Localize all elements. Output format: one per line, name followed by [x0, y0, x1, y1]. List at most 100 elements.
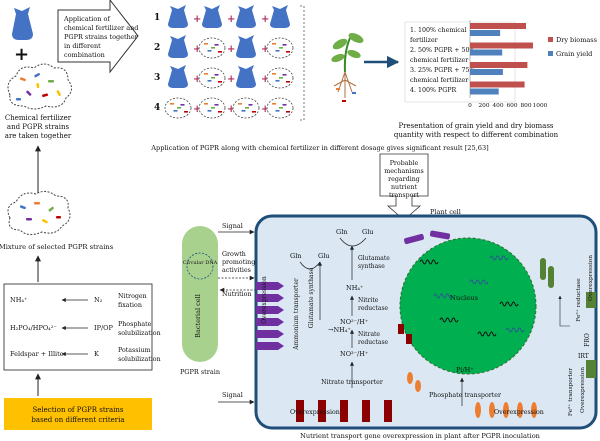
bacteria-dot: [207, 50, 212, 52]
nitrite-reductase-2: reductase: [358, 305, 389, 312]
nitrite-reductase-1: Nitrite: [358, 297, 379, 304]
rows-bracket: [300, 5, 305, 121]
ammonium-protein-2: [429, 230, 451, 240]
dna-strand: [477, 331, 497, 337]
bacteria-dot: [275, 50, 280, 52]
overexpression-bottom-right: Overexpression: [494, 409, 544, 416]
bacteria-dot: [211, 107, 215, 109]
mech-source: N₂: [94, 296, 103, 304]
bacteria-dot: [207, 110, 212, 112]
growth-3: activities: [222, 267, 251, 274]
mechanisms-box: [3, 283, 153, 371]
legend-swatch: [548, 51, 553, 56]
callout-5: transport: [389, 192, 419, 199]
legend-item: 2. 50% PGPR + 50%: [410, 47, 476, 54]
callout-2: mechanisms: [384, 168, 424, 175]
chart-bar: [470, 30, 501, 36]
gln-top: Gln: [336, 228, 347, 236]
bag-icon: [236, 5, 256, 28]
plus-sign: +: [193, 74, 201, 85]
chart-bar: [470, 81, 525, 88]
mech-product: H₂PO₄/HPO₄²⁻: [10, 324, 57, 332]
chart-tick-label: 1000: [533, 103, 548, 109]
nutrition-label: Nutrition: [222, 291, 252, 298]
ammonium-transporters: [256, 282, 284, 350]
pgpr-strain-label: PGPR strain: [180, 368, 220, 376]
bacteria-dot: [170, 103, 174, 105]
signal-top: Signal: [222, 222, 243, 230]
dna-strands: [419, 255, 525, 337]
plus-sign: +: [14, 44, 29, 65]
dna-strand: [419, 259, 439, 265]
dna-strand: [489, 255, 509, 261]
legend-item: chemical fertilizer: [410, 77, 469, 84]
phosphate-transporter-protein: [489, 402, 495, 418]
mech-process: Potassium: [118, 347, 151, 354]
mixture-cloud-icon: [7, 190, 71, 236]
overexpression-right-top: Overexpression: [588, 255, 594, 301]
bag-icon: [168, 65, 188, 88]
bacteria-dot: [275, 110, 280, 112]
row-number: 1: [154, 13, 160, 23]
bacteria-dot: [279, 77, 283, 79]
fe2-transporter-label: Fe²⁺ transporter: [567, 368, 574, 416]
mixture-label: Mixture of selected PGPR strains: [0, 243, 114, 251]
nucleus: [399, 237, 537, 375]
summary-text: Application of PGPR along with chemical …: [150, 144, 489, 152]
bacteria-dot: [272, 73, 276, 75]
bacteria-dot: [214, 104, 219, 106]
row-number: 2: [154, 43, 160, 53]
bag-icon: [168, 35, 188, 58]
fertilizer-bag-icon: [12, 7, 33, 40]
combo-label-line-3: are taken together: [5, 132, 72, 140]
legend-item: 4. 100% PGPR: [410, 87, 457, 94]
nitrate-protein-1: [398, 324, 404, 334]
fro-protein-2: [548, 266, 554, 288]
phosphate-protein-2: [415, 380, 421, 392]
bacteria-dot: [204, 43, 208, 45]
phosphate-transporter-protein: [503, 402, 509, 418]
bacteria-dot: [211, 47, 215, 49]
combo-label-line-2: and PGPR strains: [7, 123, 70, 131]
mech-source: K: [94, 350, 99, 358]
row-number: 4: [154, 103, 160, 113]
phosphate-protein-1: [407, 372, 413, 384]
chart-bar: [470, 49, 503, 56]
pgpr-cloud-icon: [7, 63, 72, 110]
glu-top: Glu: [362, 228, 373, 236]
plus-sign: +: [261, 74, 269, 85]
chart-tick-label: 400: [492, 103, 503, 109]
arrow-text-3: PGPR strains together: [64, 33, 139, 41]
fro-label: FRO: [584, 333, 591, 347]
nitrate-transporter-protein: [318, 400, 326, 422]
bacteria-dot: [204, 73, 208, 75]
plus-sign: +: [261, 44, 269, 55]
ammonium-transporter-protein: [256, 342, 284, 350]
callout-3: regarding: [388, 176, 420, 183]
plus-sign: +: [227, 104, 235, 115]
chart-bar: [470, 23, 526, 29]
chart-bar: [470, 88, 499, 95]
bacteria-dot: [279, 107, 283, 109]
legend-item: 3. 25% PGPR + 75%: [410, 67, 476, 74]
bacteria-dot: [204, 103, 208, 105]
nitrate-transporter-protein: [340, 400, 348, 422]
growth-1: Growth: [222, 251, 246, 258]
plus-sign: +: [227, 74, 235, 85]
bag-icon: [270, 5, 290, 28]
bacteria-dot: [272, 43, 276, 45]
irt-label: IRT: [578, 353, 589, 360]
bag-icon: [202, 5, 222, 28]
phosphate-transporter-protein: [531, 402, 537, 418]
overexpression-bottom-left: Overexpression: [290, 409, 340, 416]
bacterial-cell: [182, 226, 218, 362]
chart-tick-label: 800: [520, 103, 531, 109]
dna-strand: [505, 327, 525, 333]
legend-item: chemical fertilizer: [410, 57, 469, 64]
plus-sign: +: [227, 44, 235, 55]
bacteria-dot: [275, 80, 280, 82]
bacteria-dot: [207, 80, 212, 82]
no3-label: NO³⁻/H⁺: [340, 350, 368, 358]
